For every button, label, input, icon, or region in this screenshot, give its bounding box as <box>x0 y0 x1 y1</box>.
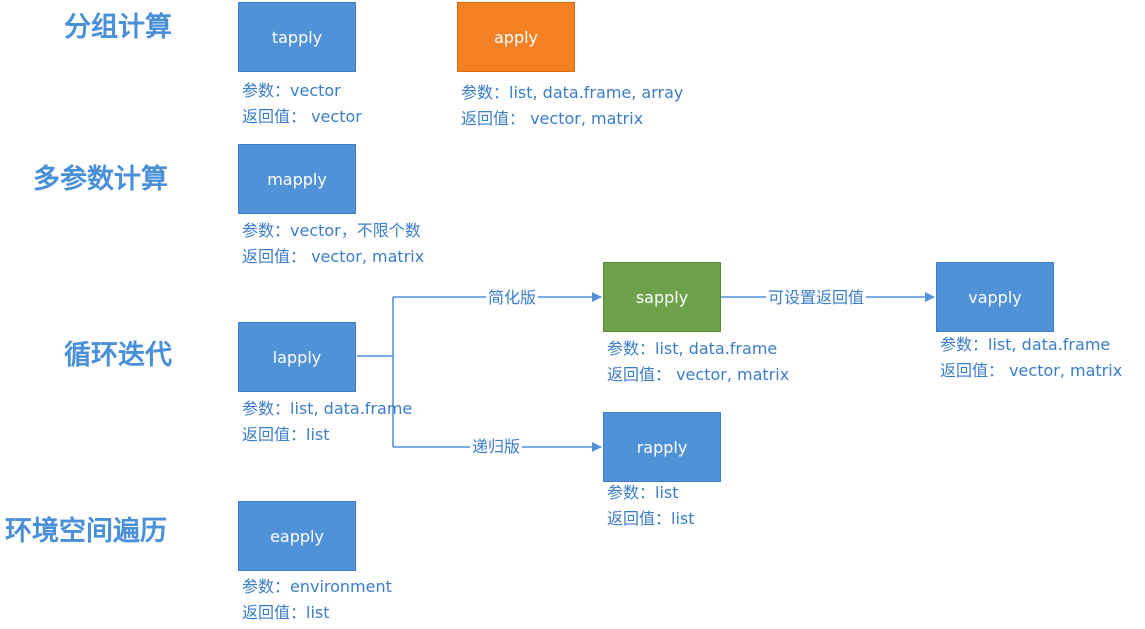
edge-label-simplified: 简化版 <box>486 288 539 308</box>
category-multi-param-compute: 多参数计算 <box>33 164 168 195</box>
mapply-desc: 参数：vector，不限个数 返回值： vector, matrix <box>242 218 424 270</box>
vapply-desc: 参数：list, data.frame 返回值： vector, matrix <box>940 332 1122 384</box>
apply-desc: 参数：list, data.frame, array 返回值： vector, … <box>461 80 683 132</box>
tapply-return: 返回值： vector <box>242 107 362 126</box>
rapply-return: 返回值：list <box>607 509 695 528</box>
rapply-param: 参数：list <box>607 483 679 502</box>
apply-box: apply <box>457 2 575 72</box>
mapply-box: mapply <box>238 144 356 214</box>
tapply-box: tapply <box>238 2 356 72</box>
apply-return: 返回值： vector, matrix <box>461 109 644 128</box>
eapply-return: 返回值：list <box>242 603 330 622</box>
eapply-desc: 参数：environment 返回值：list <box>242 574 392 626</box>
mapply-param: 参数：vector，不限个数 <box>242 221 421 240</box>
lapply-desc: 参数：list, data.frame 返回值：list <box>242 396 412 448</box>
edge-label-recursive: 递归版 <box>470 437 523 457</box>
apply-param: 参数：list, data.frame, array <box>461 83 684 102</box>
tapply-param: 参数：vector <box>242 81 341 100</box>
edge-label-settable-return: 可设置返回值 <box>766 288 867 308</box>
category-env-traversal: 环境空间遍历 <box>5 516 167 547</box>
category-loop-iteration: 循环迭代 <box>64 340 172 371</box>
lapply-return: 返回值：list <box>242 425 330 444</box>
vapply-param: 参数：list, data.frame <box>940 335 1111 354</box>
sapply-box: sapply <box>603 262 721 332</box>
category-group-compute: 分组计算 <box>64 12 172 43</box>
vapply-box: vapply <box>936 262 1054 332</box>
lapply-param: 参数：list, data.frame <box>242 399 413 418</box>
sapply-param: 参数：list, data.frame <box>607 339 778 358</box>
eapply-box: eapply <box>238 501 356 571</box>
tapply-desc: 参数：vector 返回值： vector <box>242 78 362 130</box>
sapply-desc: 参数：list, data.frame 返回值： vector, matrix <box>607 336 789 388</box>
sapply-return: 返回值： vector, matrix <box>607 365 790 384</box>
lapply-box: lapply <box>238 322 356 392</box>
mapply-return: 返回值： vector, matrix <box>242 247 425 266</box>
vapply-return: 返回值： vector, matrix <box>940 361 1123 380</box>
eapply-param: 参数：environment <box>242 577 392 596</box>
rapply-box: rapply <box>603 412 721 482</box>
rapply-desc: 参数：list 返回值：list <box>607 480 695 532</box>
